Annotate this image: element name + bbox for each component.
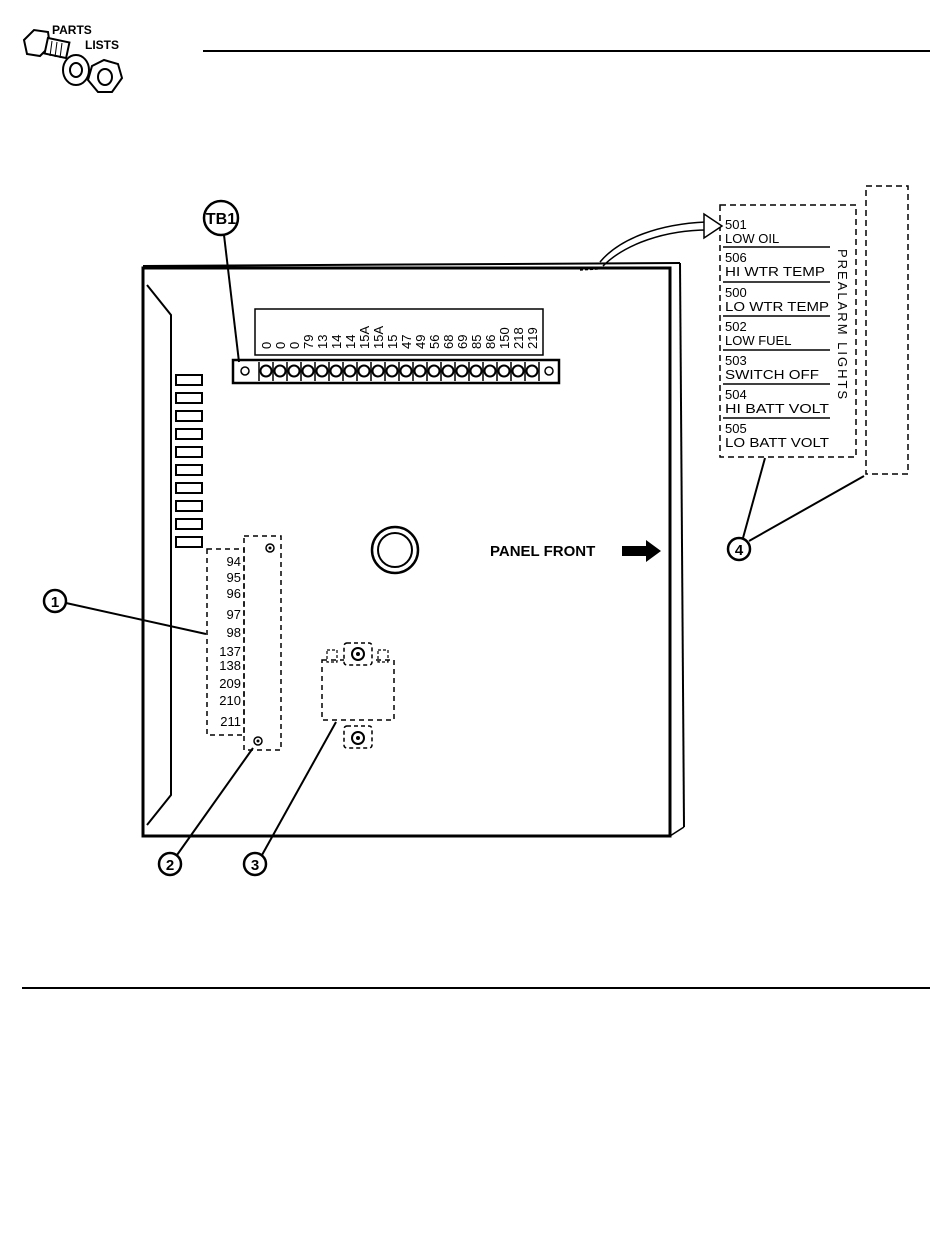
terminal-label: 56 — [427, 335, 442, 349]
icon-label-line1: PARTS — [52, 23, 92, 37]
side-number: 209 — [219, 676, 241, 691]
light-code: 500 — [725, 285, 747, 300]
light-name: HI BATT VOLT — [725, 401, 829, 416]
light-name: LOW OIL — [725, 231, 779, 246]
terminal-label: 68 — [441, 335, 456, 349]
side-number: 95 — [227, 570, 241, 585]
light-name: LOW FUEL — [725, 333, 791, 348]
terminal-label: 13 — [315, 335, 330, 349]
side-number: 97 — [227, 607, 241, 622]
side-number: 210 — [219, 693, 241, 708]
light-name: HI WTR TEMP — [725, 264, 825, 279]
prealarm-title: PREALARM LIGHTS — [835, 249, 850, 401]
icon-label-line2: LISTS — [85, 38, 119, 52]
light-code: 506 — [725, 250, 747, 265]
terminal-label: 15A — [371, 326, 386, 349]
callout-number: 3 — [251, 857, 259, 874]
terminal-label: 0 — [287, 342, 302, 349]
terminal-label: 79 — [301, 335, 316, 349]
tb1-label: TB1 — [206, 211, 236, 228]
terminal-board-tb1: 0 0 0 79 13 14 14 15A 15A 15 47 49 56 68… — [233, 309, 559, 383]
callout-number: 2 — [166, 857, 174, 874]
callout-number: 4 — [735, 542, 744, 559]
light-name: LO WTR TEMP — [725, 299, 829, 314]
side-number: 98 — [227, 625, 241, 640]
parts-lists-icon: PARTS LISTS — [24, 23, 122, 92]
terminal-label: 150 — [497, 327, 512, 349]
terminal-label: 218 — [511, 327, 526, 349]
panel-front-label: PANEL FRONT — [490, 543, 595, 560]
terminal-label: 47 — [399, 335, 414, 349]
terminal-label: 0 — [273, 342, 288, 349]
callout-4: 4 — [728, 458, 864, 560]
side-number: 96 — [227, 586, 241, 601]
light-code: 503 — [725, 353, 747, 368]
callout-number: 1 — [51, 594, 59, 611]
terminal-label: 14 — [329, 335, 344, 349]
side-number: 138 — [219, 658, 241, 673]
terminal-label: 69 — [455, 335, 470, 349]
light-code: 505 — [725, 421, 747, 436]
terminal-label: 49 — [413, 335, 428, 349]
terminal-label: 219 — [525, 327, 540, 349]
light-name: SWITCH OFF — [725, 367, 819, 382]
round-indicator — [372, 527, 418, 573]
terminal-label: 86 — [483, 335, 498, 349]
side-number: 211 — [220, 714, 241, 729]
terminal-label: 15 — [385, 335, 400, 349]
light-name: LO BATT VOLT — [725, 435, 829, 450]
terminal-label: 85 — [469, 335, 484, 349]
light-code: 504 — [725, 387, 747, 402]
prealarm-lights-plate: 501 LOW OIL 506 HI WTR TEMP 500 LO WTR T… — [720, 186, 908, 474]
curved-arrow — [580, 214, 722, 270]
terminal-label: 15A — [357, 326, 372, 349]
terminal-label: 14 — [343, 335, 358, 349]
terminal-label: 0 — [259, 342, 274, 349]
light-code: 501 — [725, 217, 747, 232]
side-number: 137 — [219, 644, 241, 659]
light-code: 502 — [725, 319, 747, 334]
side-number: 94 — [227, 554, 241, 569]
